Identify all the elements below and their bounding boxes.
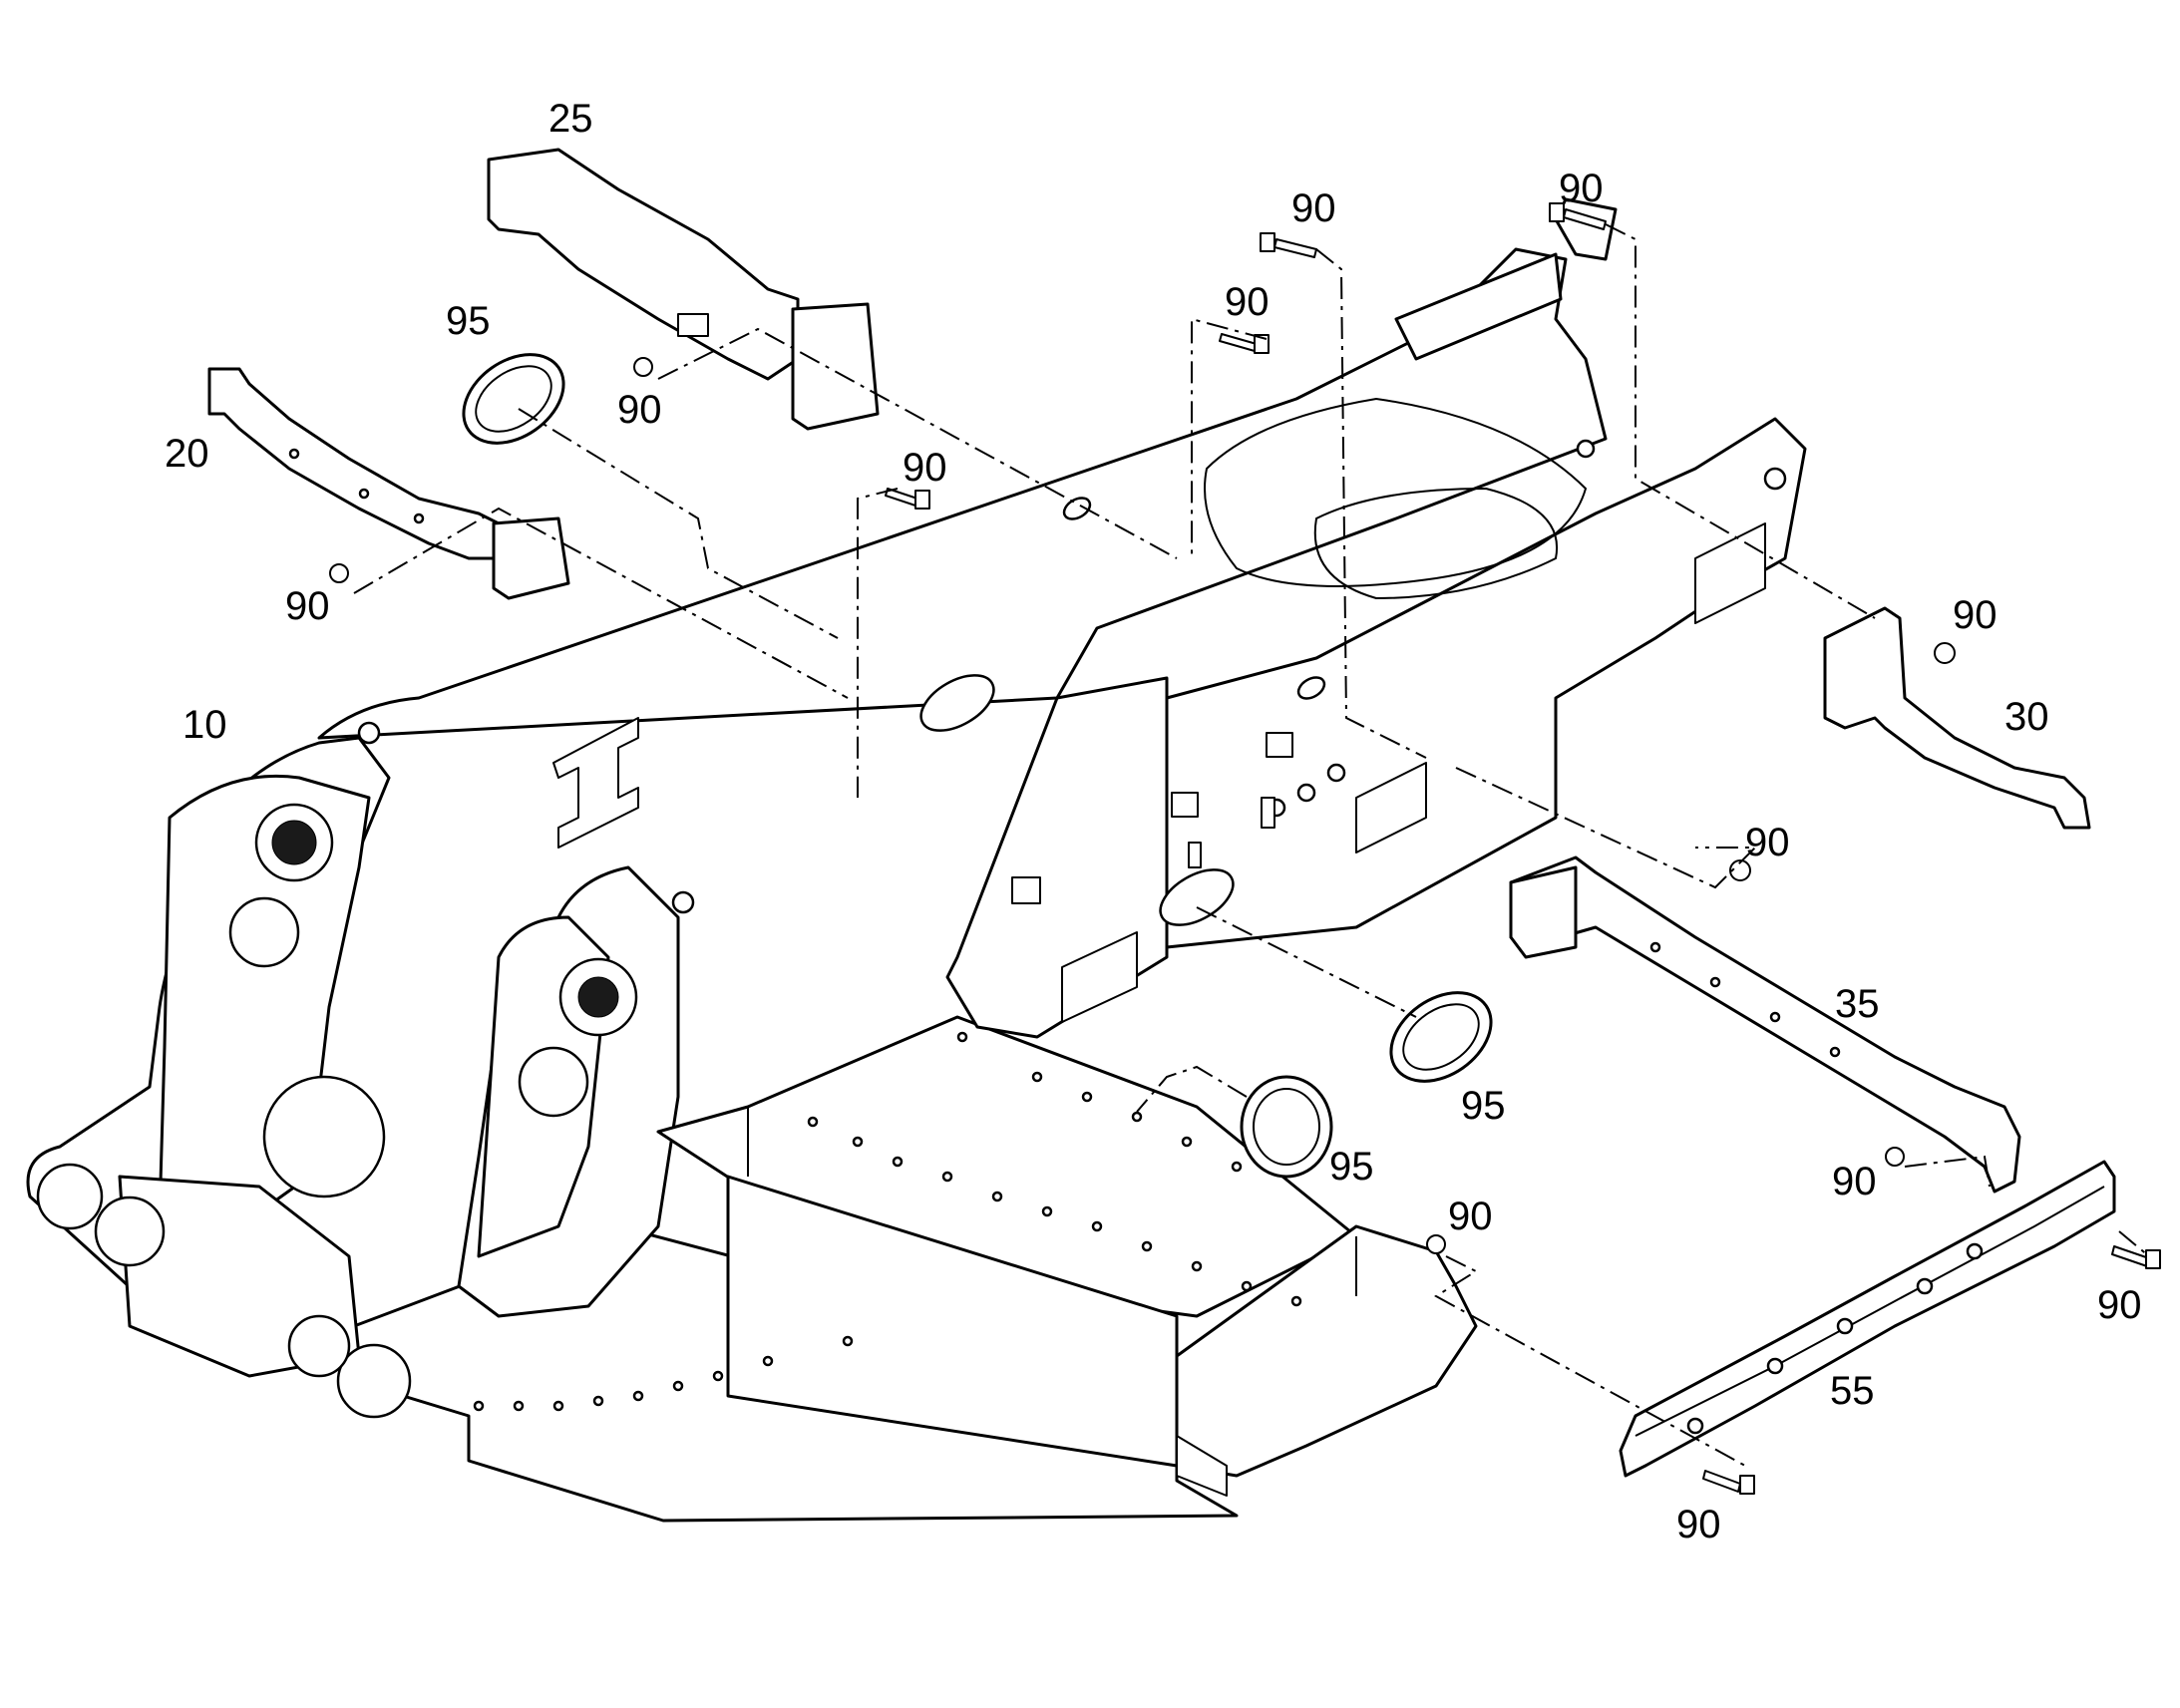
callout-55: 55 <box>1830 1369 1875 1413</box>
grommet-95-upper <box>462 353 565 445</box>
callout-90-rail-55-bottom: 90 <box>1676 1503 1721 1546</box>
callout-90-beam-20: 90 <box>285 584 330 628</box>
side-bracket-30 <box>1823 606 2091 830</box>
grommet-95-lower <box>1240 1075 1333 1179</box>
cross-beam-20 <box>207 367 570 600</box>
callout-30: 30 <box>2004 695 2049 739</box>
callout-90-beam-25: 90 <box>617 388 662 432</box>
callout-90-top-right: 90 <box>1559 167 1604 210</box>
callout-labels: 10 20 25 30 35 55 95 95 95 90 90 90 90 9… <box>165 97 2142 1546</box>
grommet-95-right <box>1389 991 1493 1083</box>
callout-90-upper-mid: 90 <box>1225 280 1270 324</box>
callout-90-bracket-30: 90 <box>1953 593 1998 637</box>
callout-90-rail-end: 90 <box>1832 1160 1877 1203</box>
main-frame <box>26 197 1807 1523</box>
callout-95-upper: 95 <box>446 299 491 343</box>
callout-25: 25 <box>548 97 593 141</box>
callout-95-lower: 95 <box>1329 1145 1374 1189</box>
callout-10: 10 <box>182 703 227 747</box>
callout-95-right: 95 <box>1461 1084 1506 1128</box>
rail-55 <box>1619 1160 2116 1478</box>
callout-90-center: 90 <box>903 446 947 490</box>
callout-90-rail-35: 90 <box>1745 821 1790 864</box>
side-rail-35 <box>1509 855 2021 1194</box>
callout-90-top-center: 90 <box>1291 186 1336 230</box>
cross-beam-25 <box>487 148 880 431</box>
assembly-leader-lines <box>353 223 2150 1467</box>
callout-90-deck: 90 <box>1448 1195 1493 1238</box>
callout-20: 20 <box>165 432 209 476</box>
callout-35: 35 <box>1835 982 1880 1026</box>
callout-90-rail-55-right: 90 <box>2097 1283 2142 1327</box>
